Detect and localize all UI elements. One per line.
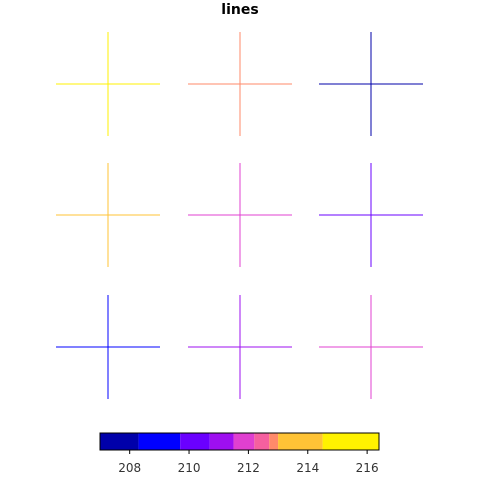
colorbar-tick-label: 208 (118, 461, 141, 475)
cross-glyph-3-2 (188, 295, 292, 399)
colorbar-tick-label: 210 (178, 461, 201, 475)
cross-glyph-1-2 (188, 32, 292, 136)
colorbar: 208 210 212 214 216 (99, 432, 380, 475)
colorbar-segment (254, 433, 270, 450)
colorbar-segment (138, 433, 181, 450)
colorbar-segment (180, 433, 210, 450)
cross-glyph-2-2 (188, 163, 292, 267)
colorbar-tick-label: 216 (356, 461, 379, 475)
glyph-grid (56, 32, 423, 399)
cross-glyph-3-3 (319, 295, 423, 399)
cross-glyph-2-3 (319, 163, 423, 267)
colorbar-tick-label: 214 (296, 461, 319, 475)
colorbar-segment (233, 433, 255, 450)
colorbar-segment (278, 433, 323, 450)
cross-glyph-1-1 (56, 32, 160, 136)
colorbar-segment (100, 433, 139, 450)
colorbar-tick-label: 212 (237, 461, 260, 475)
cross-glyph-3-1 (56, 295, 160, 399)
chart-title: lines (221, 2, 258, 18)
colorbar-segment (322, 433, 379, 450)
colorbar-segment (209, 433, 234, 450)
colorbar-border (99, 432, 380, 451)
colorbar-segment (269, 433, 279, 450)
cross-glyph-2-1 (56, 163, 160, 267)
cross-glyph-1-3 (319, 32, 423, 136)
